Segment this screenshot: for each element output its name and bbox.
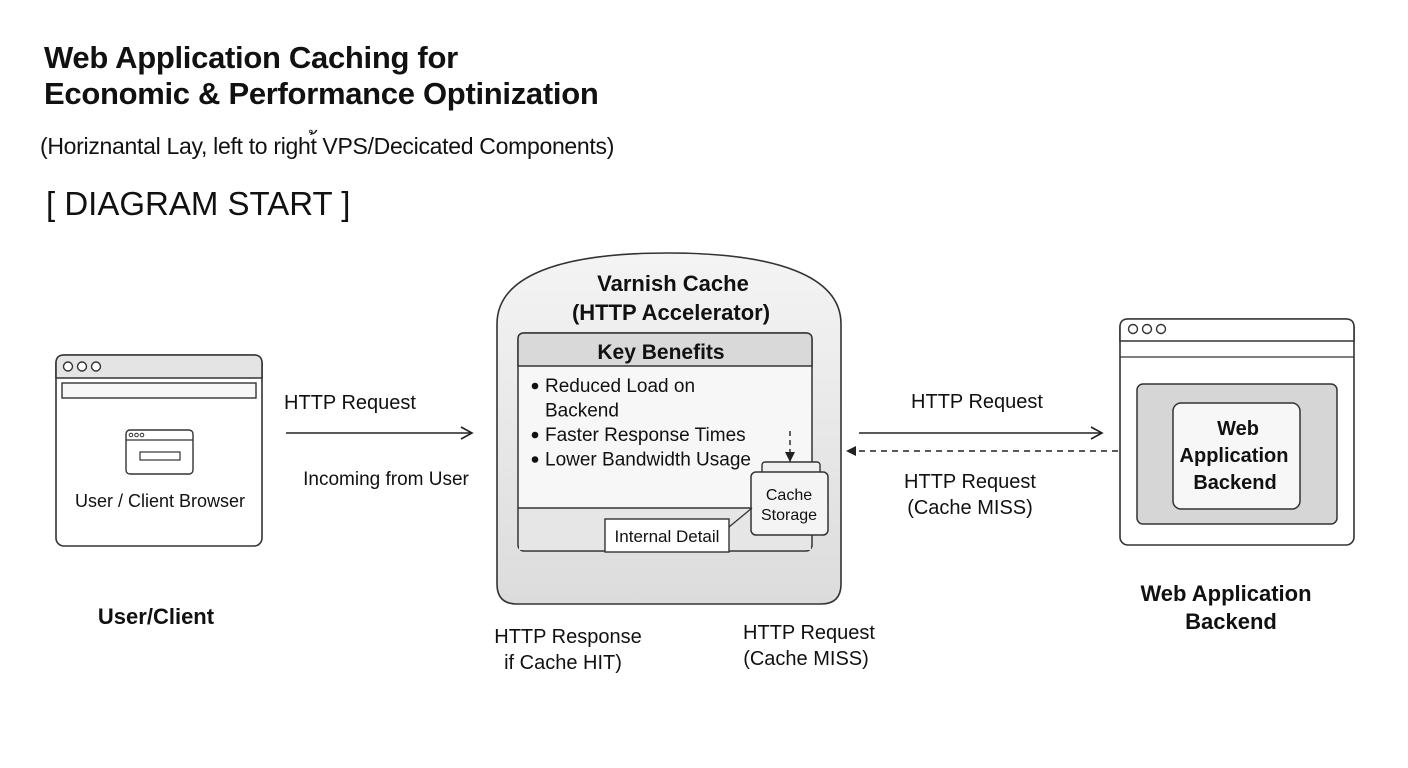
internal-detail-connector — [728, 507, 753, 528]
backend-caption-line-1: Web Application — [1140, 581, 1311, 606]
backend-inner-line-1: Web — [1217, 418, 1259, 440]
client-window-titlebar — [55, 354, 263, 379]
bullet-icon — [531, 431, 539, 439]
bullet-icon — [531, 456, 539, 463]
varnish-cache-node: Varnish Cache (HTTP Accelerator) Key Ben… — [496, 252, 842, 605]
bottom-miss-line-2: (Cache MISS) — [743, 648, 869, 670]
benefit-item: Reduced Load on — [545, 376, 695, 397]
key-benefits-title: Key Benefits — [597, 341, 724, 364]
window-dots-icon — [62, 361, 102, 372]
diagram-start-marker: [ DIAGRAM START ] — [46, 185, 351, 222]
varnish-title-line-1: Varnish Cache — [597, 271, 749, 296]
bottom-miss-line-1: HTTP Request — [743, 622, 875, 644]
client-caption: User/Client — [98, 604, 215, 629]
benefit-item: Backend — [545, 401, 619, 422]
diagram-title: Web Application Caching for Economic & P… — [44, 40, 599, 112]
cache-storage-line-2: Storage — [761, 507, 817, 524]
diagram-subtitle: (Horiznantal Lay, left to right้ VPS/Dec… — [40, 133, 615, 159]
key-benefits-header — [517, 332, 813, 367]
bullet-icon — [531, 382, 539, 390]
right-miss-label-line-2: (Cache MISS) — [907, 497, 1033, 519]
right-request-label: HTTP Request — [911, 391, 1043, 413]
client-browser-window: User / Client Browser — [55, 354, 263, 547]
cache-storage-icon: Cache Storage — [750, 461, 829, 536]
benefit-item: Faster Response Times — [545, 425, 746, 446]
response-hit-line-1: HTTP Response — [494, 626, 641, 648]
internal-detail-label: Internal Detail — [615, 527, 720, 546]
response-hit-line-2: if Cache HIT) — [504, 652, 622, 674]
varnish-title-line-2: (HTTP Accelerator) — [572, 300, 770, 325]
backend-caption-line-2: Backend — [1185, 609, 1277, 634]
backend-window: Web Application Backend — [1119, 318, 1355, 546]
client-address-bar — [61, 382, 257, 399]
window-dots-icon — [1127, 323, 1167, 335]
right-miss-label-line-1: HTTP Request — [904, 471, 1036, 493]
backend-inner-line-3: Backend — [1193, 472, 1276, 494]
internal-detail-box — [604, 518, 730, 553]
cache-storage-line-1: Cache — [766, 487, 812, 504]
mini-browser-icon — [125, 429, 194, 475]
backend-app-card — [1172, 402, 1301, 510]
title-line-2: Economic & Performance Optinization — [44, 76, 599, 111]
benefit-item: Lower Bandwidth Usage — [545, 450, 751, 471]
incoming-label: Incoming from User — [303, 469, 469, 490]
left-request-label: HTTP Request — [284, 392, 416, 414]
backend-window-titlebar — [1119, 318, 1355, 342]
title-line-1: Web Application Caching for — [44, 40, 458, 75]
backend-inner-line-2: Application — [1180, 445, 1289, 467]
client-window-label: User / Client Browser — [75, 491, 245, 511]
